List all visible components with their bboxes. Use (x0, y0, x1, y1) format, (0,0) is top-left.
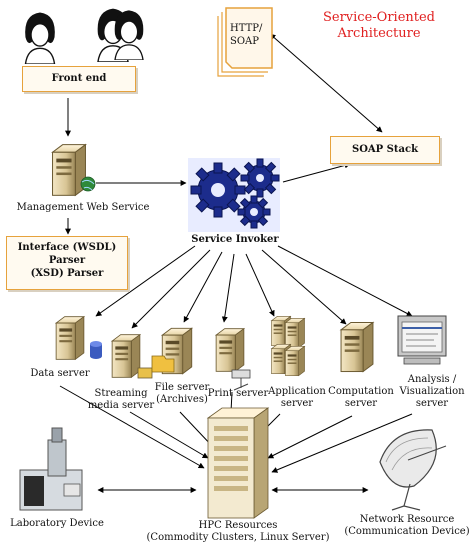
analysis-line1: Analysis / (407, 374, 457, 385)
interface-parser-box: Interface (WSDL) Parser (XSD) Parser (6, 236, 128, 290)
print-server-label: Print server (207, 388, 269, 399)
streaming-line2: media server (87, 400, 155, 411)
computation-server-label: Computation server (326, 386, 396, 410)
application-server-label: Application server (264, 386, 330, 410)
laboratory-device-icon (19, 427, 83, 511)
arrow-invoker-streaming (131, 249, 211, 329)
arrow-invoker-print (221, 253, 235, 323)
folder-icon (151, 355, 175, 373)
network-line1: Network Resource (359, 514, 455, 525)
soap-stack-label: SOAP Stack (351, 144, 419, 155)
management-web-service-label: Management Web Service (16, 202, 150, 213)
hpc-resources-label: HPC Resources (Commodity Clusters, Linux… (146, 520, 330, 544)
streaming-line1: Streaming (94, 388, 148, 399)
arrow-invoker-file (183, 251, 223, 323)
file-line2: (Archives) (156, 394, 208, 405)
data-server-icon (55, 316, 85, 360)
streaming-server-label: Streaming media server (86, 388, 156, 412)
connectors (59, 33, 413, 493)
diagram-title: Service-Oriented Architecture (312, 10, 446, 42)
network-line2: (Communication Device) (344, 526, 470, 537)
arrow-invoker-application (245, 253, 275, 317)
document-icon (217, 7, 273, 77)
file-server-label: File server (Archives) (150, 382, 214, 406)
computation-server-icon (340, 321, 374, 373)
print-server-icon (215, 328, 245, 372)
streaming-server-icon (111, 334, 141, 378)
http-soap-label: HTTP/ SOAP (230, 22, 262, 48)
user-icon (24, 11, 56, 64)
analysis-monitor-icon (397, 315, 447, 365)
film-icon (137, 367, 153, 379)
arrow-analysis-hpc (271, 413, 413, 473)
computation-line2: server (344, 398, 378, 409)
application-line1: Application (268, 386, 326, 397)
hpc-server-icon (206, 407, 270, 519)
front-end-box: Front end (22, 66, 136, 92)
diagram-title-line2: Architecture (337, 26, 421, 41)
http-soap-line2: SOAP (230, 36, 259, 47)
arrow-computation-hpc (267, 415, 353, 459)
soap-stack-box: SOAP Stack (330, 136, 440, 164)
file-line1: File server (154, 382, 210, 393)
analysis-line2: Visualization (399, 386, 465, 397)
laboratory-device-label: Laboratory Device (10, 518, 104, 529)
service-invoker-label: Service Invoker (191, 234, 279, 245)
http-soap-line1: HTTP/ (230, 23, 263, 34)
users-icon (24, 7, 144, 64)
diagram-title-line1: Service-Oriented (322, 10, 436, 25)
front-end-label: Front end (51, 73, 107, 84)
analysis-server-label: Analysis / Visualization server (396, 374, 468, 410)
interface-parser-line3: (XSD) Parser (30, 268, 104, 279)
hpc-line1: HPC Resources (198, 520, 278, 531)
satellite-dish-icon (379, 429, 447, 511)
arrow-invoker-computation (261, 249, 347, 325)
hpc-line2: (Commodity Clusters, Linux Server) (146, 532, 330, 543)
arrow-soapstack-http (269, 33, 383, 133)
arrow-streaming-hpc (129, 411, 209, 459)
data-server-label: Data server (30, 368, 90, 379)
interface-parser-line2: Parser (48, 255, 86, 266)
network-resource-label: Network Resource (Communication Device) (344, 514, 470, 538)
printer-icon (231, 369, 251, 379)
interface-parser-line1: Interface (WSDL) (17, 242, 117, 253)
gears-icon (188, 158, 280, 232)
user-icon (114, 9, 144, 60)
arrow-invoker-to-soapstack (282, 162, 351, 183)
arrow-invoker-analysis (277, 245, 413, 317)
analysis-line3: server (415, 398, 449, 409)
application-server-icon (271, 315, 305, 377)
management-server-icon (51, 144, 87, 196)
computation-line1: Computation (328, 386, 394, 397)
application-line2: server (280, 398, 314, 409)
globe-icon (80, 176, 96, 192)
arrow-data-hpc (59, 385, 205, 469)
arrow-invoker-data (95, 245, 196, 317)
